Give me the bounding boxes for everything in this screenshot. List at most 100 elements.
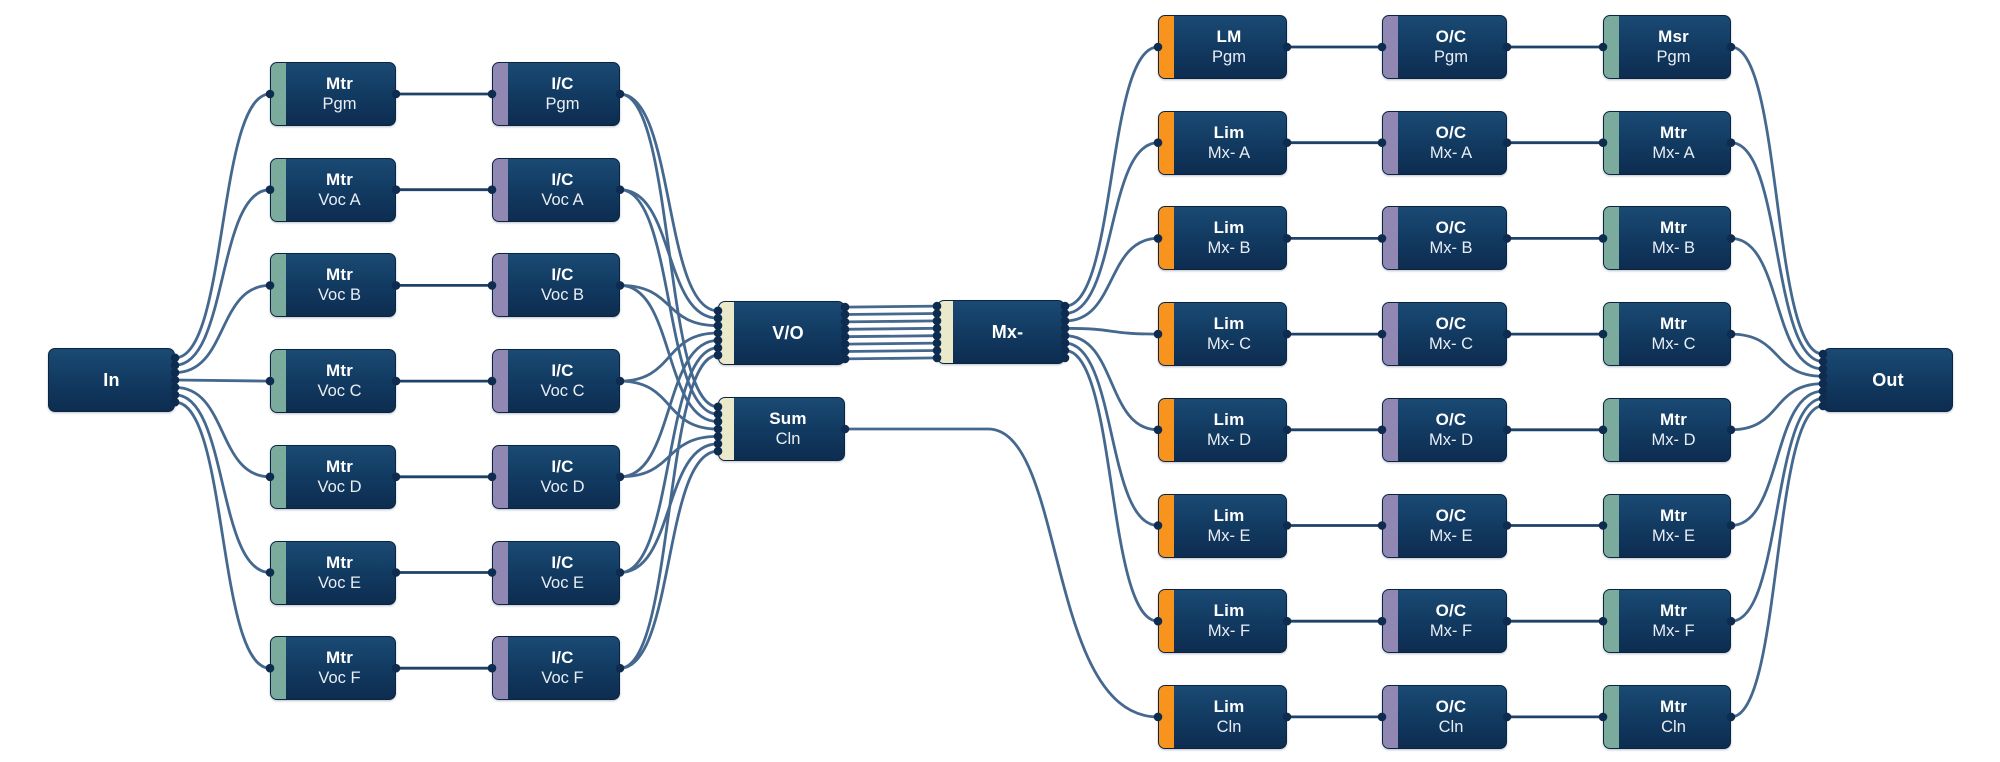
cream-accent-bar [938, 301, 953, 363]
orange-accent-bar [1159, 111, 1174, 174]
node-subtitle: Mx- A [1207, 143, 1251, 162]
node-title: Mtr [1659, 409, 1688, 429]
teal-accent-bar [1604, 16, 1619, 78]
edge-vo-6-to-mx-6 [843, 349, 939, 353]
edge-mx-5-to-lim-mx-e [1063, 341, 1160, 527]
edge-in-1-to-mtr-voc-a [173, 188, 272, 367]
edge-in-4-to-mtr-voc-d [173, 386, 272, 479]
node-out[interactable]: Out [1823, 348, 1953, 412]
edge-vo-3-to-mx-3 [843, 326, 939, 331]
node-mtr-voc-d[interactable]: Mtr Voc D [270, 444, 396, 509]
node-oc-mx-e[interactable]: O/C Mx- E [1382, 493, 1507, 558]
node-oc-mx-c[interactable]: O/C Mx- C [1382, 302, 1507, 367]
node-title: O/C [1435, 27, 1467, 46]
node-subtitle: Mx- D [1429, 430, 1473, 449]
node-mtr-mx-a[interactable]: Mtr Mx- A [1603, 110, 1731, 175]
node-ic-pgm[interactable]: I/C Pgm [492, 62, 620, 126]
teal-accent-bar [271, 63, 286, 125]
node-oc-cln[interactable]: O/C Cln [1382, 684, 1507, 749]
node-label: Mtr Voc A [271, 170, 395, 210]
node-mtr-voc-a[interactable]: Mtr Voc A [270, 157, 396, 222]
node-lm-pgm[interactable]: LM Pgm [1158, 15, 1287, 79]
node-oc-mx-d[interactable]: O/C Mx- D [1382, 397, 1507, 462]
node-label: O/C Mx- E [1383, 506, 1506, 546]
node-subtitle: Mx- D [1207, 430, 1251, 449]
node-lim-mx-a[interactable]: Lim Mx- A [1158, 110, 1287, 175]
node-lim-mx-c[interactable]: Lim Mx- C [1158, 302, 1287, 367]
node-mtr-mx-c[interactable]: Mtr Mx- C [1603, 302, 1731, 367]
node-ic-voc-c[interactable]: I/C Voc C [492, 349, 620, 414]
node-label: Mtr Voc C [271, 361, 395, 401]
node-ic-voc-b[interactable]: I/C Voc B [492, 253, 620, 318]
node-lim-mx-b[interactable]: Lim Mx- B [1158, 206, 1287, 271]
node-subtitle: Mx- F [1429, 622, 1473, 641]
node-in[interactable]: In [48, 348, 175, 412]
node-subtitle: Voc C [317, 382, 362, 401]
edge-mx-4-to-lim-mx-d [1063, 334, 1160, 432]
purple-accent-bar [1383, 685, 1398, 748]
edge-ic-voc-b-to-vo-2 [618, 284, 720, 327]
node-oc-mx-a[interactable]: O/C Mx- A [1382, 110, 1507, 175]
node-label: Mtr Mx- F [1604, 601, 1730, 641]
node-mtr-voc-e[interactable]: Mtr Voc E [270, 540, 396, 605]
node-mtr-mx-b[interactable]: Mtr Mx- B [1603, 206, 1731, 271]
node-ic-voc-e[interactable]: I/C Voc E [492, 540, 620, 605]
node-subtitle: Voc E [540, 573, 585, 592]
node-msr-pgm[interactable]: Msr Pgm [1603, 15, 1731, 79]
edge-mx-6-to-lim-mx-f [1063, 349, 1160, 623]
edge-vo-0-to-mx-0 [843, 304, 939, 309]
node-subtitle: Mx- B [1207, 239, 1251, 258]
node-ic-voc-d[interactable]: I/C Voc D [492, 444, 620, 509]
node-label: Mtr Voc D [271, 457, 395, 497]
purple-accent-bar [1383, 590, 1398, 653]
node-label: Mtr Voc B [271, 265, 395, 305]
node-title: Sum [769, 409, 807, 428]
purple-accent-bar [1383, 111, 1398, 174]
node-sum[interactable]: Sum Cln [718, 397, 845, 461]
edge-vo-1-to-mx-1 [843, 312, 939, 316]
node-lim-mx-e[interactable]: Lim Mx- E [1158, 493, 1287, 558]
node-label: Mtr Cln [1604, 697, 1730, 737]
edge-mtr-mx-e-to-out-5 [1729, 389, 1825, 527]
node-label: Mtr Pgm [271, 74, 395, 114]
node-lim-mx-f[interactable]: Lim Mx- F [1158, 589, 1287, 654]
edge-ic-pgm-to-sum-0 [618, 92, 720, 409]
orange-accent-bar [1159, 590, 1174, 653]
node-label: O/C Pgm [1383, 27, 1506, 67]
node-oc-mx-b[interactable]: O/C Mx- B [1382, 206, 1507, 271]
node-title: I/C [551, 648, 574, 668]
node-ic-voc-f[interactable]: I/C Voc F [492, 636, 620, 701]
node-oc-pgm[interactable]: O/C Pgm [1382, 15, 1507, 79]
node-title: Msr [1658, 27, 1689, 46]
edge-mtr-mx-c-to-out-3 [1729, 332, 1825, 378]
node-lim-mx-d[interactable]: Lim Mx- D [1158, 397, 1287, 462]
node-lim-cln[interactable]: Lim Cln [1158, 684, 1287, 749]
edge-msr-pgm-to-out-0 [1729, 45, 1825, 356]
node-mtr-cln[interactable]: Mtr Cln [1603, 684, 1731, 749]
node-mtr-voc-f[interactable]: Mtr Voc F [270, 636, 396, 701]
edge-vo-5-to-mx-5 [843, 341, 939, 346]
node-subtitle: Voc F [541, 669, 584, 688]
node-mtr-mx-f[interactable]: Mtr Mx- F [1603, 589, 1731, 654]
node-mtr-mx-d[interactable]: Mtr Mx- D [1603, 397, 1731, 462]
node-mtr-pgm[interactable]: Mtr Pgm [270, 62, 396, 126]
node-label: I/C Voc F [493, 648, 619, 688]
edge-ic-voc-f-to-vo-6 [618, 353, 720, 670]
node-subtitle: Pgm [1656, 48, 1691, 66]
node-mx[interactable]: Mx- [937, 300, 1065, 364]
node-title: I/C [551, 74, 574, 93]
node-label: Lim Mx- B [1159, 218, 1286, 258]
edge-mx-3-to-lim-mx-c [1063, 326, 1160, 336]
node-label: O/C Mx- C [1383, 314, 1506, 354]
node-mtr-voc-c[interactable]: Mtr Voc C [270, 349, 396, 414]
node-oc-mx-f[interactable]: O/C Mx- F [1382, 589, 1507, 654]
node-title: Lim [1213, 505, 1245, 525]
node-vo[interactable]: V/O [718, 301, 845, 365]
node-title: Mtr [1659, 314, 1688, 334]
node-ic-voc-a[interactable]: I/C Voc A [492, 157, 620, 222]
node-label: O/C Mx- B [1383, 218, 1506, 258]
node-mtr-voc-b[interactable]: Mtr Voc B [270, 253, 396, 318]
node-label: I/C Voc B [493, 265, 619, 305]
node-subtitle: Voc F [318, 669, 361, 688]
node-mtr-mx-e[interactable]: Mtr Mx- E [1603, 493, 1731, 558]
